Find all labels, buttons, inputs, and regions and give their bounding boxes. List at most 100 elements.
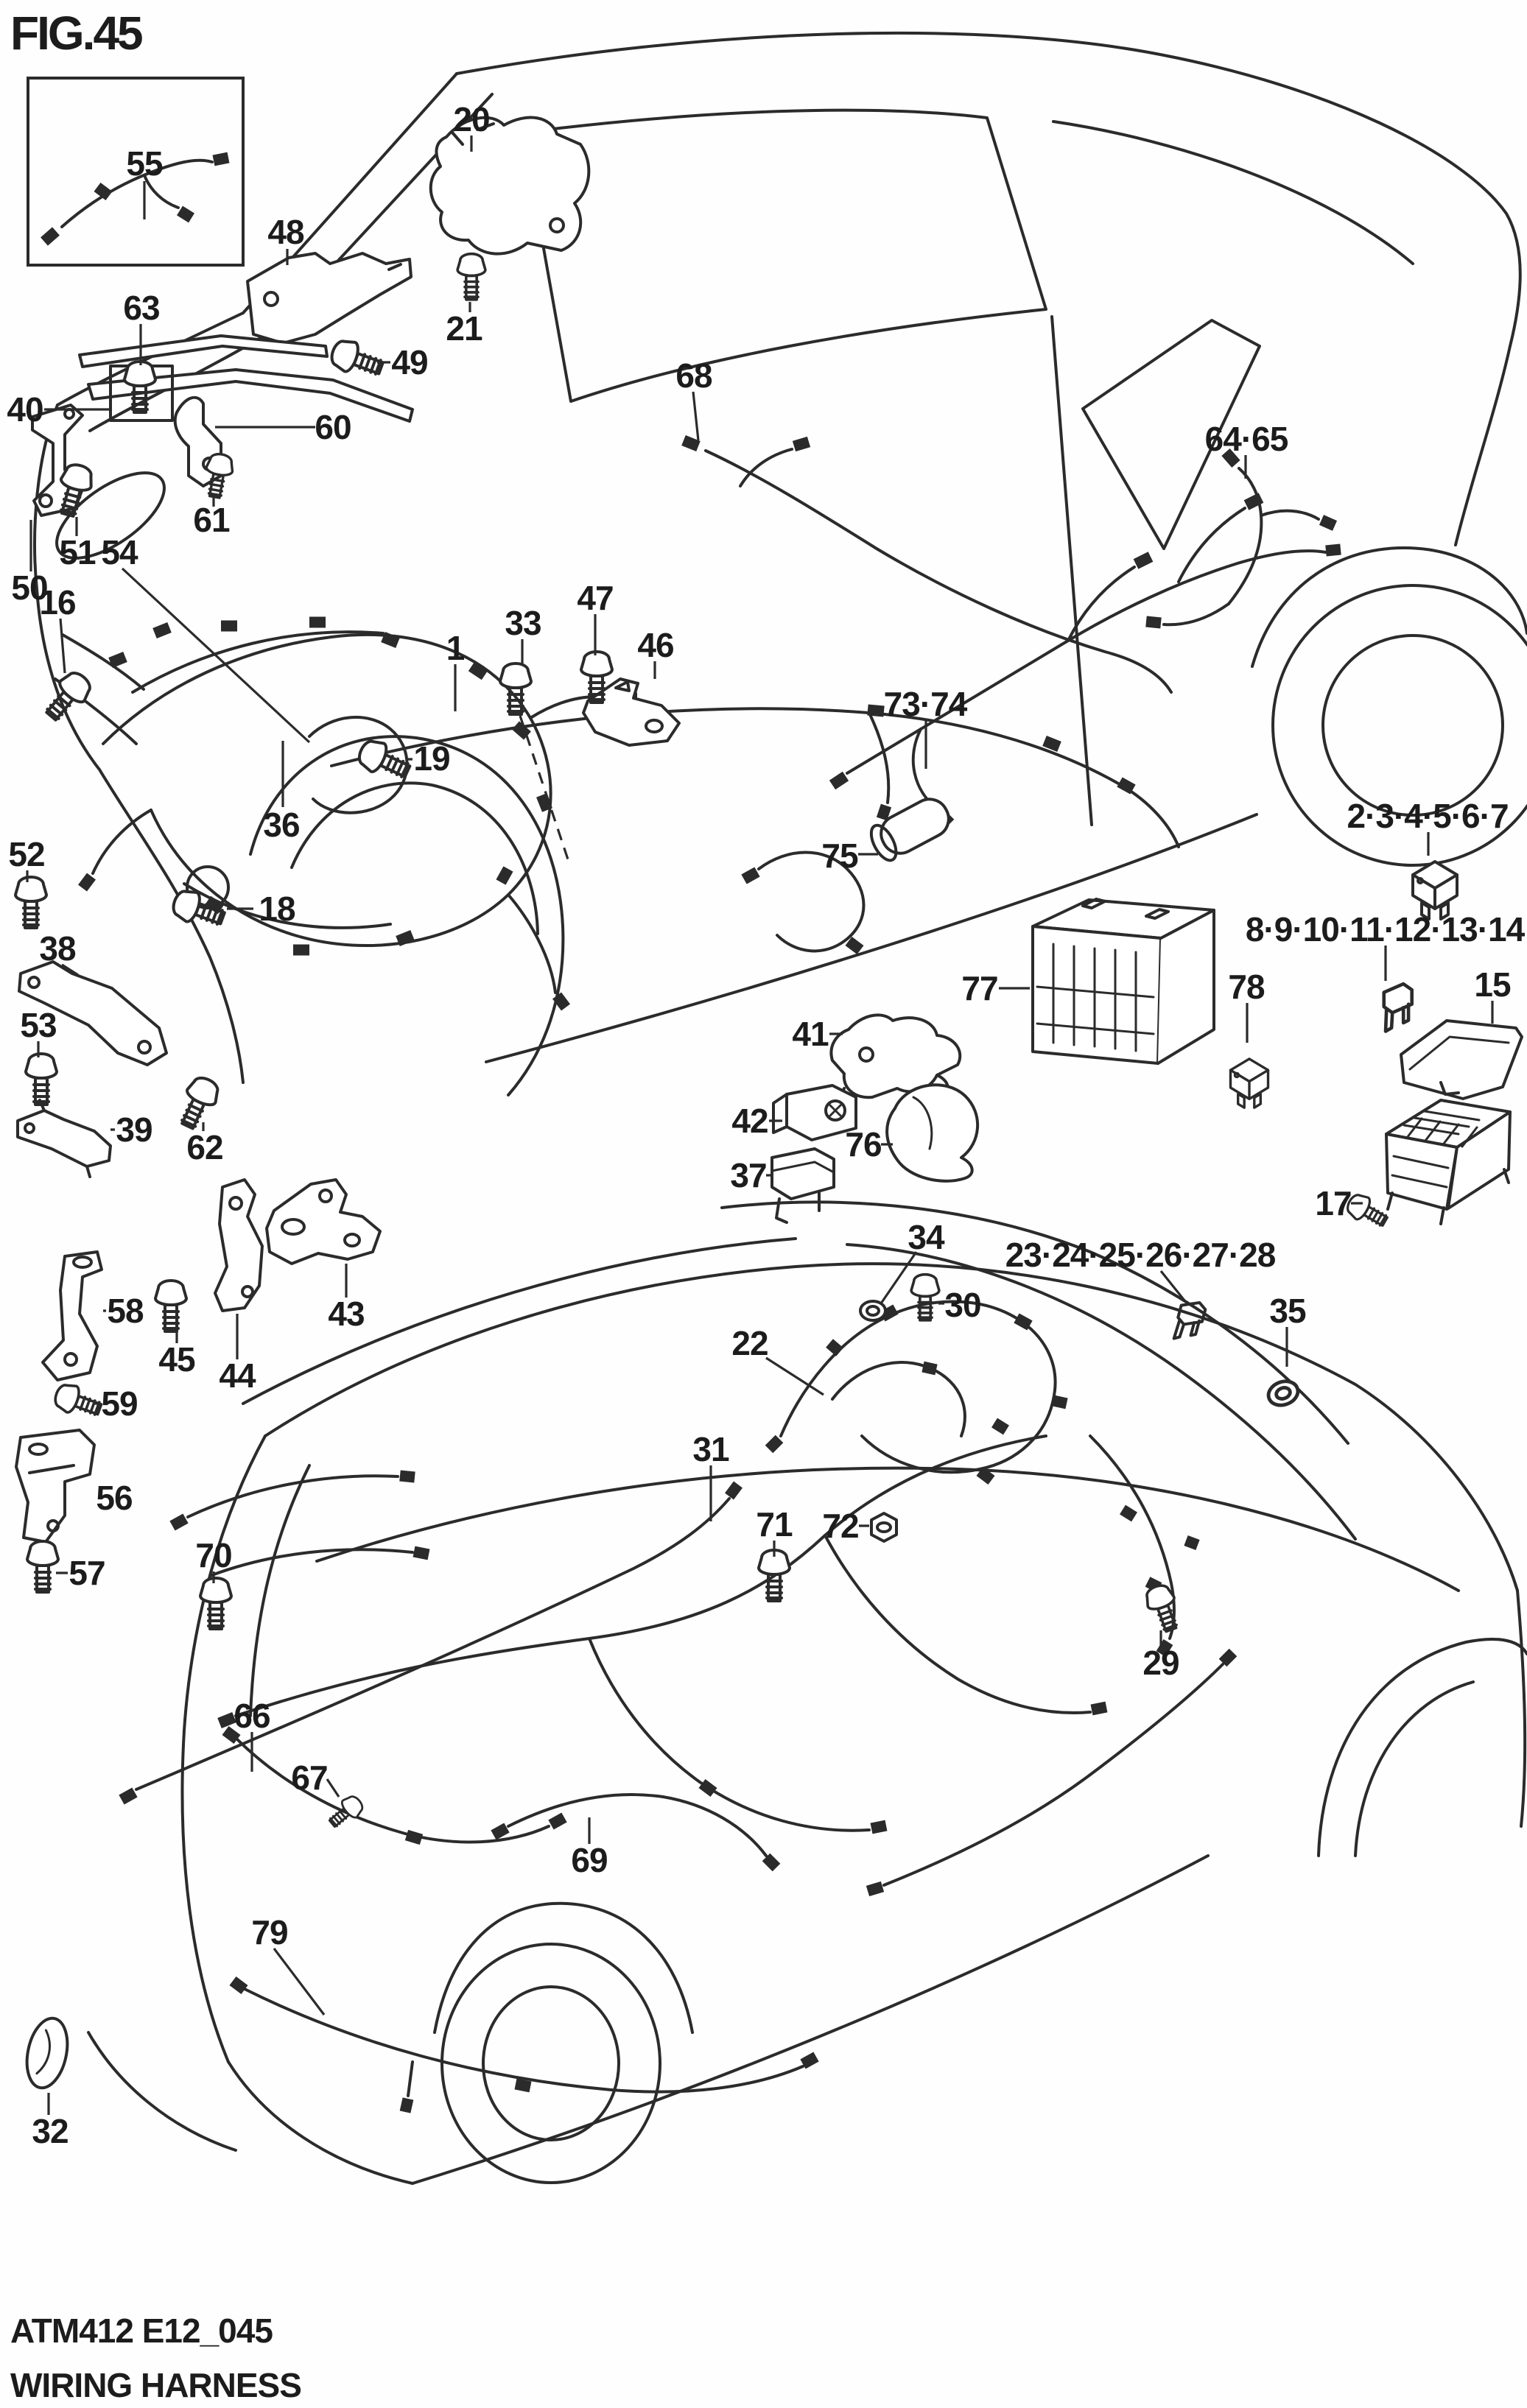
part-label-78: 78: [1228, 968, 1265, 1006]
bolt-57-icon: [26, 1540, 60, 1594]
part-label-76: 76: [845, 1125, 882, 1163]
branch-29: [1089, 1434, 1200, 1657]
mini-fuse-8-14-icon: [1384, 984, 1412, 1031]
bolt-21-icon: [456, 252, 487, 301]
part-label-17: 17: [1315, 1184, 1352, 1222]
part-label-34: 34: [908, 1218, 944, 1256]
cabin-harness-22: [765, 1300, 1068, 1485]
part-label-53: 53: [20, 1006, 57, 1044]
bolt-33-icon: [499, 662, 533, 716]
part-label-62: 62: [186, 1128, 223, 1166]
figure-name: WIRING HARNESS: [10, 2366, 302, 2404]
part-label-44: 44: [219, 1356, 256, 1395]
grommet-35-icon: [1265, 1377, 1301, 1409]
bracket-44: [214, 1178, 264, 1312]
part-label-16: 16: [39, 583, 76, 622]
part-label-45: 45: [158, 1340, 195, 1379]
part-label-54: 54: [101, 533, 138, 571]
lower-car-outline: [87, 1200, 1527, 2185]
part-label-47: 47: [577, 579, 614, 617]
part-label-77: 77: [961, 969, 998, 1007]
part-label-32: 32: [32, 2112, 69, 2150]
bolt-52-icon: [14, 876, 48, 929]
part-label-23-24-25-26-27-28: 23·24·25·26·27·28: [1005, 1236, 1277, 1274]
floor-harness: [119, 1434, 1238, 2113]
bolt-49-icon: [326, 334, 388, 384]
bracket-43: [265, 1178, 382, 1265]
part-label-21: 21: [446, 309, 482, 348]
part-label-46: 46: [637, 626, 674, 664]
inset-box-part-55: [27, 77, 245, 267]
part-label-48: 48: [267, 213, 304, 251]
part-label-61: 61: [193, 501, 230, 539]
cowl-harness: [330, 704, 1180, 848]
wire-64-65: [1145, 448, 1338, 629]
part-label-41: 41: [792, 1015, 829, 1053]
part-label-49: 49: [391, 343, 428, 381]
part-label-1: 1: [446, 629, 466, 667]
part-label-70: 70: [195, 1536, 232, 1574]
part-label-68: 68: [675, 356, 712, 395]
bolt-71-icon: [757, 1549, 791, 1602]
bracket-58: [41, 1250, 103, 1381]
bolt-62-icon: [172, 1071, 225, 1134]
fuse-holder-37: [770, 1147, 835, 1224]
part-label-22: 22: [731, 1324, 768, 1362]
bracket-39: [16, 1099, 112, 1178]
harness-branch-75: [741, 798, 950, 954]
bracket-38: [18, 960, 168, 1066]
grommet-32-icon: [25, 2016, 69, 2090]
grommet-nut-34-icon: [859, 1300, 887, 1322]
part-label-58: 58: [107, 1292, 144, 1330]
part-label-52: 52: [8, 835, 45, 873]
figure-code: ATM412 E12_045: [10, 2312, 273, 2350]
nut-72-icon: [870, 1512, 898, 1543]
protector-cover-76: [885, 1083, 980, 1183]
part-label-64-65: 64·65: [1204, 420, 1289, 458]
part-label-31: 31: [692, 1430, 729, 1468]
part-label-30: 30: [944, 1286, 981, 1324]
part-label-20: 20: [453, 100, 490, 138]
part-label-55: 55: [126, 144, 163, 183]
part-label-72: 72: [822, 1507, 859, 1545]
bolt-59-icon: [50, 1379, 106, 1424]
bolt-29-icon: [1141, 1580, 1186, 1636]
part-label-69: 69: [571, 1841, 608, 1879]
part-label-59: 59: [101, 1384, 138, 1423]
part-label-56: 56: [96, 1479, 133, 1517]
part-label-36: 36: [263, 806, 300, 844]
bolt-45-icon: [154, 1279, 188, 1333]
part-label-15: 15: [1474, 965, 1511, 1004]
part-label-60: 60: [315, 408, 351, 446]
part-label-67: 67: [291, 1759, 328, 1797]
bracket-46: [582, 677, 681, 747]
part-label-19: 19: [413, 739, 450, 778]
fusible-link-42: [772, 1084, 857, 1141]
instrument-harness-73-74: [829, 493, 1341, 828]
part-label-38: 38: [39, 929, 76, 968]
part-label-33: 33: [505, 604, 541, 642]
fuse-box-cover-15: [1400, 1019, 1523, 1100]
part-label-40: 40: [7, 390, 43, 429]
junction-block-77: [1031, 898, 1215, 1065]
part-label-66: 66: [234, 1697, 270, 1735]
part-label-29: 29: [1142, 1644, 1179, 1682]
part-label-39: 39: [116, 1110, 152, 1149]
bracket-48: [246, 252, 413, 345]
part-label-75: 75: [821, 837, 858, 875]
relay-78-icon: [1229, 1057, 1270, 1109]
screw-grommet-67-icon: [323, 1791, 368, 1834]
figure-title: FIG.45: [10, 7, 144, 60]
part-label-8-9-10-11-12-13-14: 8·9·10·11·12·13·14: [1245, 910, 1525, 948]
part-label-2-3-4-5-6-7: 2·3·4·5·6·7: [1347, 797, 1509, 835]
leader-lines: [26, 135, 1494, 2115]
part-label-35: 35: [1269, 1292, 1306, 1330]
part-label-57: 57: [69, 1554, 105, 1592]
wire-68: [681, 435, 1173, 694]
bolt-18-icon: [168, 884, 230, 934]
part-label-71: 71: [756, 1505, 793, 1543]
wire-55-inset: [41, 152, 230, 246]
bolt-53-icon: [24, 1052, 58, 1106]
part-label-51: 51: [59, 533, 96, 571]
